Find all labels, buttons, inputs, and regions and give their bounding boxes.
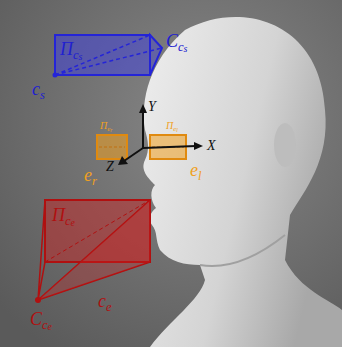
camera-center [35,297,41,303]
jaw-shade [200,235,285,266]
math-label: Y [148,100,156,114]
math-label: ce [98,292,112,310]
math-label: cs [32,80,45,98]
dashed-ray [45,200,150,262]
math-label: Πcs [60,40,82,58]
math-label: X [207,139,216,153]
math-label: Z [106,160,114,174]
math-label: Πce [52,206,75,224]
ear [274,123,296,167]
frustum-side [150,35,162,75]
dashed-ray [55,35,162,75]
axes [118,104,203,165]
principal-point [53,73,58,78]
head-shape [143,17,342,347]
math-label: Cce [30,310,52,328]
math-label: Ccs [166,32,187,50]
math-label: el [190,161,202,179]
frustum-ray [38,200,150,300]
math-label: Πel [166,121,178,131]
math-label: er [84,166,97,184]
math-label: Πer [100,121,112,131]
frustum-side [38,200,150,300]
